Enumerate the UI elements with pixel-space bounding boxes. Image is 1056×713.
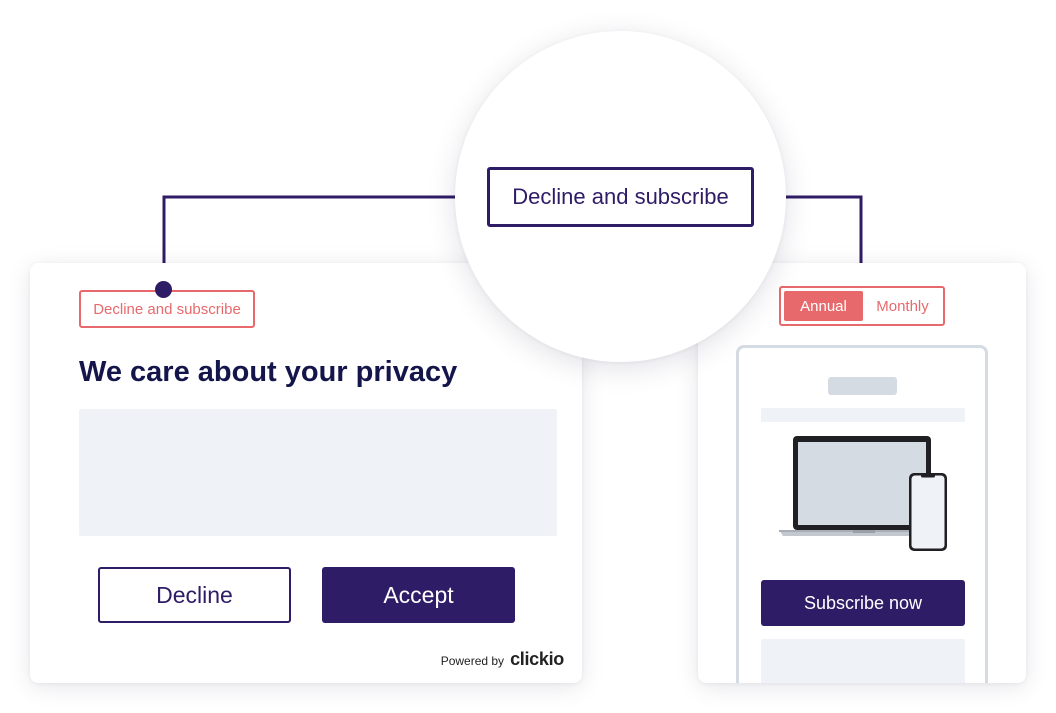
- decline-and-subscribe-button-label: Decline and subscribe: [512, 184, 729, 209]
- plan-toggle-monthly[interactable]: Monthly: [865, 291, 940, 321]
- consent-text-placeholder: [79, 409, 557, 536]
- content-placeholder: [761, 639, 965, 683]
- decline-and-subscribe-highlight-label: Decline and subscribe: [93, 300, 241, 318]
- plan-toggle-annual-label: Annual: [800, 297, 847, 315]
- plan-toggle-monthly-label: Monthly: [876, 297, 929, 315]
- clickio-logo: clickio: [510, 649, 564, 669]
- powered-by: Powered by clickio: [440, 649, 565, 670]
- consent-banner-card: Decline and subscribe We care about your…: [30, 263, 582, 683]
- plan-toggle-annual[interactable]: Annual: [784, 291, 863, 321]
- banner-placeholder: [761, 408, 965, 422]
- laptop-and-phone-icon: [779, 436, 947, 551]
- connector-dot: [155, 281, 172, 298]
- zoom-callout: Decline and subscribe: [455, 31, 786, 362]
- header-placeholder: [828, 377, 897, 395]
- decline-button[interactable]: Decline: [98, 567, 291, 623]
- plan-toggle: Annual Monthly: [779, 286, 945, 326]
- accept-button-label: Accept: [383, 581, 454, 608]
- subscribe-now-button-label: Subscribe now: [803, 592, 923, 613]
- decline-and-subscribe-button[interactable]: Decline and subscribe: [487, 167, 754, 227]
- privacy-title: We care about your privacy: [79, 356, 458, 388]
- powered-by-label: Powered by: [440, 654, 505, 668]
- accept-button[interactable]: Accept: [322, 567, 515, 623]
- subscription-card: Annual Monthly S: [698, 263, 1026, 683]
- decline-button-label: Decline: [156, 581, 233, 608]
- phone-mockup: Subscribe now: [736, 345, 988, 683]
- subscribe-now-button[interactable]: Subscribe now: [761, 580, 965, 626]
